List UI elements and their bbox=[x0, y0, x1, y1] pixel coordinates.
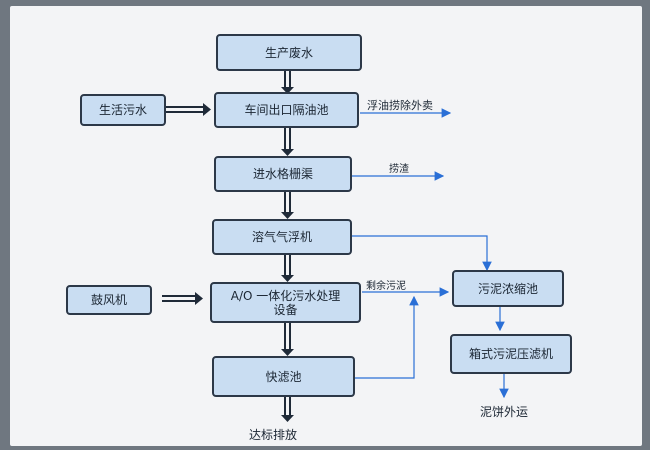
node-filter-press-label: 箱式污泥压滤机 bbox=[468, 347, 553, 361]
node-oil-separator: 车间出口隔油池 bbox=[214, 92, 359, 128]
label-slag: 捞渣 bbox=[389, 164, 409, 175]
label-discharge: 达标排放 bbox=[249, 428, 298, 442]
node-oil-separator-label: 车间出口隔油池 bbox=[244, 103, 329, 117]
node-wastewater: 生产废水 bbox=[216, 34, 362, 71]
arrow-wastewater-to-oil bbox=[281, 71, 294, 94]
node-ao-label-1: A/O 一体化污水处理 bbox=[230, 288, 341, 303]
arrow-flotation-to-thickener bbox=[352, 235, 492, 272]
node-filter-pool-label: 快滤池 bbox=[265, 369, 302, 384]
label-oil-out: 浮油捞除外卖 bbox=[367, 99, 433, 112]
node-domestic: 生活污水 bbox=[80, 94, 166, 126]
node-grille: 进水格栅渠 bbox=[214, 156, 352, 192]
arrow-blower-to-ao bbox=[162, 292, 203, 305]
node-flotation: 溶气气浮机 bbox=[212, 219, 352, 255]
node-sludge-thickener: 污泥浓缩池 bbox=[452, 270, 564, 307]
node-flotation-label: 溶气气浮机 bbox=[251, 230, 312, 244]
node-blower: 鼓风机 bbox=[66, 285, 152, 315]
node-filter-pool: 快滤池 bbox=[212, 356, 355, 397]
arrow-filter-to-discharge bbox=[281, 397, 294, 422]
node-domestic-label: 生活污水 bbox=[98, 103, 147, 117]
label-excess-sludge: 剩余污泥 bbox=[366, 281, 406, 292]
label-cake-out: 泥饼外运 bbox=[480, 405, 529, 419]
main-flow-arrows bbox=[281, 71, 294, 422]
arrow-domestic-to-oil bbox=[166, 103, 211, 116]
node-ao-unit: A/O 一体化污水处理 设备 bbox=[210, 282, 361, 323]
arrow-filter-return bbox=[355, 295, 419, 379]
node-wastewater-label: 生产废水 bbox=[264, 45, 313, 60]
node-grille-label: 进水格栅渠 bbox=[252, 167, 313, 181]
node-blower-label: 鼓风机 bbox=[90, 293, 127, 307]
arrow-grille-to-flotation bbox=[281, 192, 294, 219]
arrow-flotation-to-ao bbox=[281, 255, 294, 282]
node-sludge-thickener-label: 污泥浓缩池 bbox=[477, 281, 538, 296]
arrow-ao-to-filter bbox=[281, 323, 294, 356]
arrow-oil-to-grille bbox=[281, 128, 294, 156]
node-ao-label-2: 设备 bbox=[273, 302, 298, 317]
node-filter-press: 箱式污泥压滤机 bbox=[450, 334, 572, 374]
